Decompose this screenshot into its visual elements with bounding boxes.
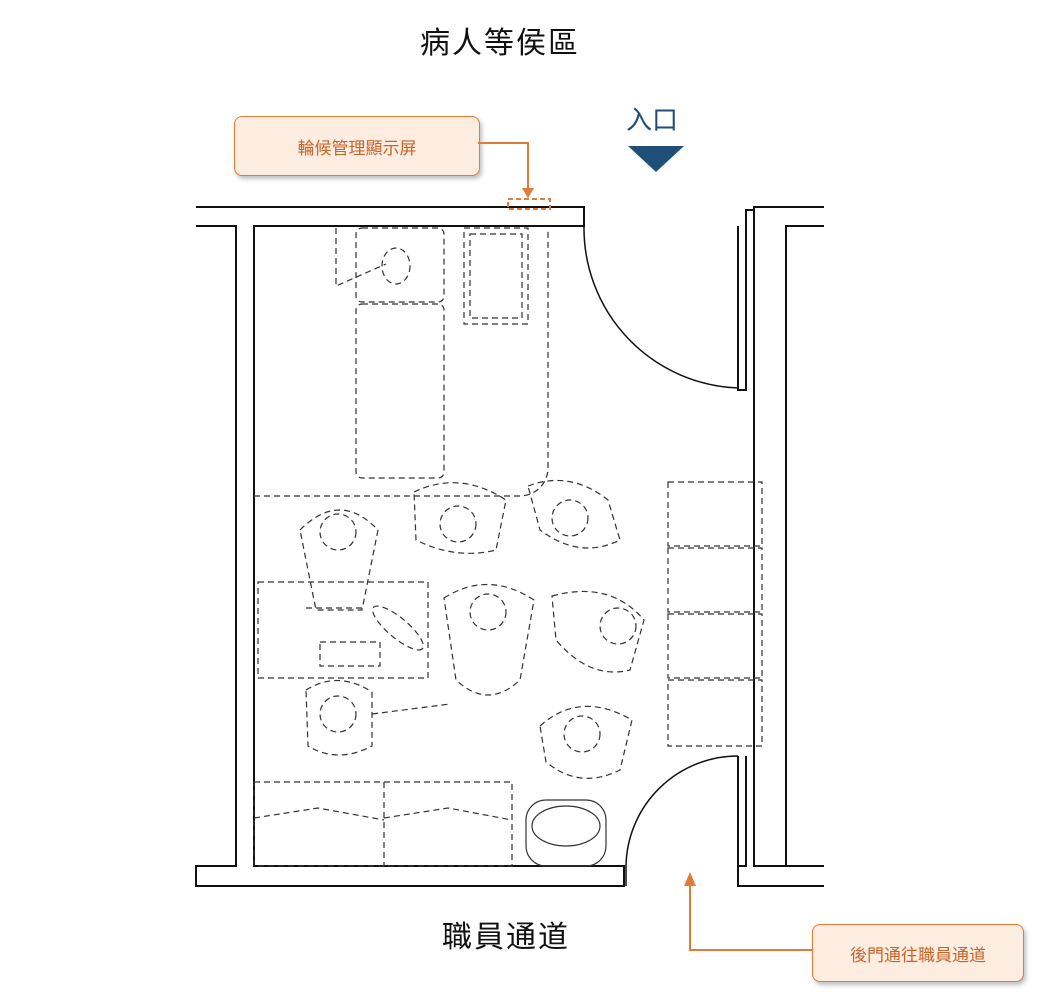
person [319, 513, 357, 551]
entrance-label: 入口 [626, 106, 679, 136]
waiting-chair [667, 613, 763, 679]
furniture [253, 227, 763, 867]
waiting-area-title: 病人等侯區 [420, 26, 580, 61]
callout-leaders [478, 142, 812, 951]
cabinet [463, 227, 529, 325]
staff-corridor-title: 職員通道 [442, 920, 570, 955]
waiting-chair [667, 547, 763, 613]
person [439, 505, 477, 543]
person [469, 593, 507, 631]
person [563, 715, 601, 753]
person [319, 695, 357, 733]
exam-couch-head [355, 227, 445, 303]
waiting-chair [667, 679, 763, 747]
person [599, 607, 637, 645]
walls [195, 206, 824, 887]
exam-couch-body [355, 303, 445, 479]
entrance-arrow-icon [628, 146, 684, 172]
keyboard [319, 641, 381, 667]
entrance-door-swing [583, 225, 739, 389]
storage-counter [253, 781, 513, 867]
display-screen-callout-text: 輪候管理顯示屏 [297, 138, 417, 159]
doors [583, 225, 739, 886]
person [551, 499, 589, 537]
display-screen-callout: 輪候管理顯示屏 [234, 116, 480, 176]
display-screen-marker [507, 198, 551, 210]
back-door-callout-text: 後門通往職員通道 [850, 945, 986, 966]
sink-unit [525, 799, 607, 867]
back-door-swing [625, 755, 739, 867]
desk [257, 581, 429, 679]
waiting-chair [667, 481, 763, 547]
back-door-callout: 後門通往職員通道 [812, 924, 1024, 982]
